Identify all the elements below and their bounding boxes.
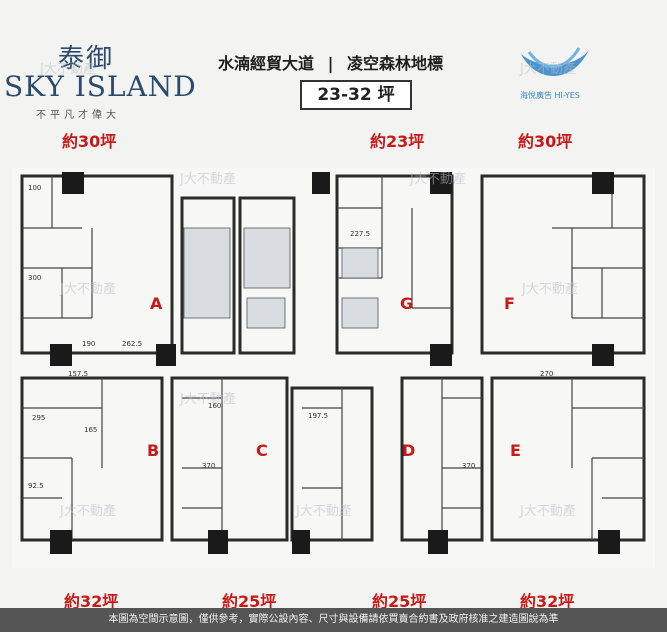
unit-label-e: E: [510, 441, 521, 460]
columns: [50, 172, 620, 554]
watermark: J大不動產: [522, 282, 578, 297]
watermark: J大不動產: [410, 172, 466, 187]
dim-label: 370: [462, 462, 475, 470]
agent-wave-logo-icon: [521, 47, 589, 77]
headline-divider: |: [327, 54, 334, 73]
dim-label: 370: [202, 462, 215, 470]
watermark: J大不動產: [520, 504, 576, 519]
watermark: J大不動產: [180, 172, 236, 187]
size-range-box: 23-32 坪: [300, 80, 412, 110]
agent-name: 海悅廣告 HI-YES: [520, 91, 580, 100]
brand-tagline: 不平凡才偉大: [36, 110, 120, 121]
dim-label: 295: [32, 414, 45, 422]
dim-label: 262.5: [122, 340, 142, 348]
dim-label: 227.5: [350, 230, 370, 238]
dim-label: 157.5: [68, 370, 88, 378]
unit-label-d: D: [402, 441, 415, 460]
dim-label: 300: [28, 274, 41, 282]
watermark: J大不動產: [520, 62, 576, 77]
size-label-top-left: 約30坪: [62, 132, 117, 151]
watermark: J大不動產: [296, 504, 352, 519]
size-label-bottom-3: 約25坪: [372, 592, 427, 611]
watermark: J大不動產: [60, 504, 116, 519]
unit-label-c: C: [256, 441, 268, 460]
brand-name-en: SKY ISLAND: [4, 70, 197, 103]
dim-label: 160: [208, 402, 221, 410]
brand-name-cn: 泰御: [58, 44, 115, 74]
dim-label: 270: [540, 370, 553, 378]
disclaimer-footer: 本圖為空間示意圖，僅供參考，實際公設內容、尺寸與設備請依買賣合約書及政府核准之建…: [0, 608, 667, 632]
stair-core: [183, 227, 379, 329]
headline: 水湳經貿大道 | 凌空森林地標: [218, 50, 443, 74]
watermark: J大不動產: [40, 62, 96, 77]
size-label-bottom-1: 約32坪: [64, 592, 119, 611]
size-label-top-right: 約30坪: [518, 132, 573, 151]
watermark: J大不動產: [60, 282, 116, 297]
size-label-top-center: 約23坪: [370, 132, 425, 151]
dim-label: 197.5: [308, 412, 328, 420]
unit-label-b: B: [147, 441, 159, 460]
unit-label-a: A: [150, 294, 163, 313]
size-label-bottom-2: 約25坪: [222, 592, 277, 611]
dim-label: 100: [28, 184, 41, 192]
dim-label: 92.5: [28, 482, 44, 490]
size-label-bottom-4: 約32坪: [520, 592, 575, 611]
watermark: J大不動產: [180, 392, 236, 407]
unit-label-f: F: [504, 294, 515, 313]
unit-label-g: G: [400, 294, 413, 313]
dim-label: 190: [82, 340, 95, 348]
headline-right: 凌空森林地標: [347, 54, 444, 73]
floor-plan: A B C D E F G 100 300 262.5 190 157.5 29…: [12, 168, 655, 568]
interior-walls: [22, 176, 644, 540]
headline-left: 水湳經貿大道: [218, 54, 315, 73]
dim-label: 165: [84, 426, 97, 434]
